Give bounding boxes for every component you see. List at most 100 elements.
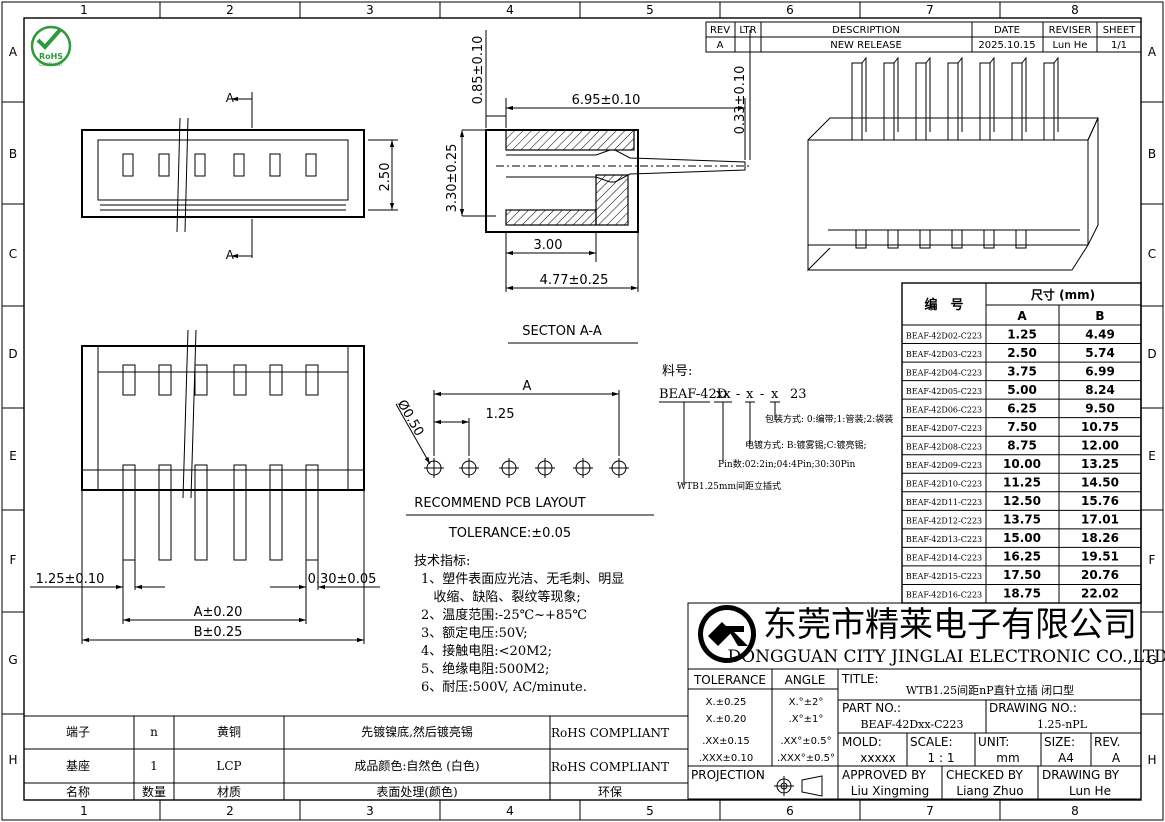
drawing-value: 1.25-nPL	[1037, 718, 1088, 731]
col-label: 1	[80, 3, 88, 17]
rev-cell: Lun He	[1053, 40, 1088, 51]
section-view: 6.95±0.10 0.85±0.10 0.33±0.10 3.30±0.25 …	[445, 30, 751, 344]
table-cell-code: BEAF-42D15-C223	[906, 572, 982, 581]
projection-label: PROJECTION	[691, 768, 765, 782]
revision-block: REV LTR DESCRIPTION DATE REVISER SHEET A…	[705, 21, 1142, 53]
rohs-logo: RoHS COMPLIANT	[30, 25, 72, 67]
top-view: A A 2.50	[81, 91, 398, 262]
bom-header: 名称	[66, 784, 90, 799]
table-cell-b: 5.74	[1085, 346, 1115, 360]
scale-value: 1 : 1	[928, 751, 955, 765]
note-pin: Pin数:02:2in;04:4Pin;30:30Pin	[718, 458, 856, 470]
spec-line: 4、接触电阻:<20M2;	[421, 643, 552, 659]
row-label: C	[1148, 247, 1156, 261]
table-cell-b: 10.75	[1081, 420, 1119, 434]
dim-0-33: 0.33±0.10	[733, 66, 748, 135]
tol-row: .XXX±0.10	[699, 753, 753, 764]
title-value: WTB1.25间距nP直针立插 闭口型	[906, 683, 1074, 697]
bom-cell: 基座	[66, 758, 90, 773]
table-cell-a: 8.75	[1007, 438, 1037, 452]
pcb-title: RECOMMEND PCB LAYOUT	[414, 496, 585, 511]
col-label: 6	[786, 3, 794, 17]
drawn-value: Lun He	[1069, 784, 1111, 798]
col-label: 4	[506, 3, 514, 17]
rev-label: REV.	[1094, 735, 1120, 749]
angle-header: ANGLE	[785, 673, 826, 687]
rev-value: A	[1112, 751, 1121, 765]
dim-6-95: 6.95±0.10	[572, 93, 641, 108]
part-code-seg4: 23	[790, 387, 807, 402]
spec-line: 5、绝缘电阻:500M2;	[421, 661, 549, 677]
section-mark: A	[226, 248, 235, 262]
isometric-view	[807, 56, 1099, 272]
mold-value: xxxxx	[860, 751, 896, 765]
bom-cell: 端子	[66, 725, 90, 739]
part-code-seg3: x	[771, 387, 779, 402]
drawn-label: DRAWING BY	[1042, 768, 1120, 782]
note-pack: 包装方式: 0:编带;1:管装;2:袋装	[765, 413, 893, 425]
pcb-pitch: 1.25	[486, 407, 515, 422]
table-cell-code: BEAF-42D04-C223	[906, 368, 982, 377]
rohs-text: RoHS	[39, 52, 63, 61]
bom-cell: RoHS COMPLIANT	[551, 726, 669, 740]
dim-4-77: 4.77±0.25	[540, 273, 609, 288]
row-label: E	[9, 449, 17, 463]
tol-header: TOLERANCE	[693, 673, 766, 687]
bom-header: 数量	[142, 784, 166, 799]
spec-line: 2、温度范围:-25℃~+85℃	[421, 607, 587, 623]
rev-cell: 2025.10.15	[978, 40, 1035, 51]
dim-a: A±0.20	[194, 605, 243, 620]
table-cell-code: BEAF-42D14-C223	[906, 554, 982, 563]
col-label: 5	[646, 3, 654, 17]
scale-label: SCALE:	[910, 735, 953, 749]
dim-3-30: 3.30±0.25	[445, 144, 460, 213]
pcb-dia: Ø0.50	[394, 398, 427, 439]
col-label: 8	[1071, 804, 1079, 818]
table-cell-b: 18.26	[1081, 531, 1119, 545]
col-label: 3	[366, 804, 374, 818]
dim-0-30: 0.30±0.05	[308, 572, 377, 587]
bom-cell: 先镀镍底,然后镀亮锡	[361, 724, 473, 739]
row-label: D	[8, 347, 17, 361]
table-cell-a: 18.75	[1003, 587, 1041, 601]
rev-header: REV	[710, 25, 730, 36]
table-cell-code: BEAF-42D02-C223	[906, 331, 982, 340]
row-label: B	[9, 147, 17, 161]
spec-line: 收缩、缺陷、裂纹等现象;	[421, 589, 581, 605]
col-label: 4	[506, 804, 514, 818]
col-label: 2	[226, 804, 234, 818]
col-label: 6	[786, 804, 794, 818]
table-cell-a: 17.50	[1003, 568, 1041, 582]
bom-cell: 成品颜色:自然色 (白色)	[354, 758, 479, 773]
dim-2-50: 2.50	[378, 163, 393, 192]
tol-row: X.±0.20	[706, 714, 747, 725]
rohs-sub: COMPLIANT	[39, 62, 63, 67]
col-label: 7	[926, 3, 934, 17]
row-label: C	[9, 247, 17, 261]
col-label: 8	[1071, 3, 1079, 17]
part-value: BEAF-42Dxx-C223	[860, 718, 963, 731]
table-h-b: B	[1095, 309, 1104, 323]
pcb-layout: A 1.25 Ø0.50 RECOMMEND PCB LAYOUT TOLERA…	[394, 379, 654, 541]
dim-0-85: 0.85±0.10	[471, 36, 486, 105]
table-cell-a: 3.75	[1007, 364, 1037, 378]
rev-cell: 1/1	[1111, 40, 1127, 51]
checked-value: Liang Zhuo	[956, 784, 1023, 798]
table-cell-a: 12.50	[1003, 494, 1041, 508]
section-title: SECTON A-A	[522, 324, 602, 339]
table-cell-a: 16.25	[1003, 550, 1041, 564]
table-cell-a: 2.50	[1007, 346, 1037, 360]
row-label: F	[10, 553, 17, 567]
bom-cell: LCP	[216, 759, 241, 773]
angle-row: X.°±2°	[789, 697, 824, 708]
row-label: A	[9, 45, 18, 59]
note-plate: 电镀方式: B:镀雾锡;C:镀亮锡;	[745, 439, 867, 451]
rev-header: DESCRIPTION	[832, 25, 900, 36]
rev-cell: A	[717, 40, 724, 51]
table-cell-code: BEAF-42D12-C223	[906, 517, 982, 526]
bom-header: 材质	[217, 785, 241, 799]
approved-value: Liu Xingming	[851, 784, 929, 798]
company-logo	[698, 605, 756, 663]
rev-cell: NEW RELEASE	[830, 40, 902, 51]
tol-row: .XX±0.15	[702, 736, 750, 747]
